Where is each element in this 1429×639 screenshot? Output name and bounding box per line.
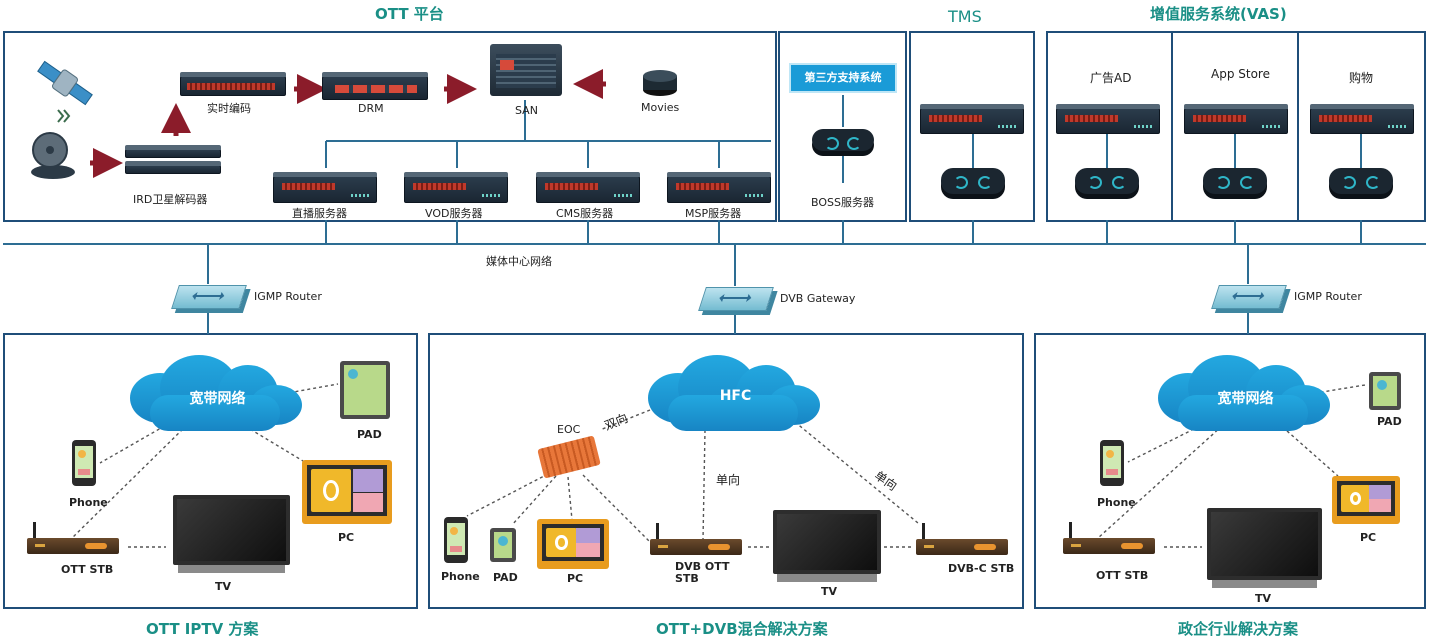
pad-device-iptv	[340, 361, 390, 419]
realtime-encoder-label: 实时编码	[207, 102, 251, 115]
san-label: SAN	[515, 104, 538, 117]
msp-server-label: MSP服务器	[685, 207, 742, 220]
dvbc-stb-label: DVB-C STB	[948, 562, 1015, 575]
ott-stb-label-iptv: OTT STB	[61, 563, 114, 576]
hybrid-solution-title: OTT+DVB混合解决方案	[656, 620, 828, 638]
igmp-router-right	[1211, 285, 1287, 309]
pad-device-enterprise	[1369, 372, 1401, 410]
san-storage	[490, 44, 562, 96]
app-store-switch	[1203, 168, 1267, 194]
ott-stb-label-enterprise: OTT STB	[1096, 569, 1149, 582]
pad-device-hybrid	[490, 528, 516, 562]
third-party-system-box: 第三方支持系统	[789, 63, 897, 93]
vas-ad-label: 广告AD	[1090, 71, 1132, 85]
broadband-cloud-enterprise-label: 宽带网络	[1217, 391, 1274, 407]
dvb-gateway	[698, 287, 774, 311]
iptv-solution-title: OTT IPTV 方案	[146, 620, 259, 638]
hfc-cloud-label: HFC	[719, 388, 752, 404]
ott-platform-box	[3, 31, 777, 222]
drm-server	[322, 72, 428, 100]
media-center-network-label: 媒体中心网络	[486, 255, 552, 268]
tv-label-hybrid: TV	[821, 585, 838, 598]
movies-storage-icon	[643, 70, 677, 96]
dvb-gateway-label: DVB Gateway	[780, 292, 856, 305]
phone-device-enterprise	[1100, 440, 1124, 486]
boss-switch	[812, 129, 874, 151]
dvb-ott-stb	[650, 523, 742, 555]
vas-shopping-label: 购物	[1349, 71, 1374, 85]
satellite-dish-icon	[31, 132, 75, 179]
pc-label-enterprise: PC	[1360, 531, 1377, 544]
live-server-label: 直播服务器	[292, 207, 347, 220]
igmp-router-right-label: IGMP Router	[1294, 290, 1362, 303]
shopping-server	[1310, 104, 1414, 134]
ott-stb-iptv	[27, 522, 119, 554]
cms-server-label: CMS服务器	[556, 207, 614, 220]
igmp-router-left-label: IGMP Router	[254, 290, 322, 303]
drm-label: DRM	[358, 102, 384, 115]
phone-device-hybrid	[444, 517, 468, 563]
ad-server	[1056, 104, 1160, 134]
vod-server	[404, 172, 508, 203]
realtime-encoder-server	[180, 72, 286, 96]
broadband-cloud-iptv-label: 宽带网络	[189, 391, 246, 407]
phone-label-hybrid: Phone	[441, 570, 480, 583]
satellite-icon	[37, 60, 93, 106]
igmp-router-left	[171, 285, 247, 309]
ird-label: IRD卫星解码器	[133, 193, 208, 206]
vas-title: 增值服务系统(VAS)	[1150, 5, 1287, 23]
ird-decoder-2	[125, 161, 221, 174]
broadband-cloud-iptv: 宽带网络	[130, 355, 305, 433]
pc-device-iptv	[302, 460, 392, 524]
tv-device-iptv	[173, 495, 290, 573]
tv-label-iptv: TV	[215, 580, 232, 593]
boss-server-label: BOSS服务器	[811, 196, 874, 209]
ird-decoder-1	[125, 145, 221, 158]
shopping-switch	[1329, 168, 1393, 194]
vas-divider-2	[1297, 31, 1299, 222]
tms-title: TMS	[948, 7, 982, 26]
pc-device-enterprise	[1332, 476, 1400, 524]
phone-label-iptv: Phone	[69, 496, 108, 509]
movies-label: Movies	[641, 101, 680, 114]
msp-server	[667, 172, 771, 203]
broadband-cloud-enterprise: 宽带网络	[1158, 355, 1333, 433]
phone-device-iptv	[72, 440, 96, 486]
pad-label-enterprise: PAD	[1377, 415, 1402, 428]
ad-switch	[1075, 168, 1139, 194]
tms-switch	[941, 168, 1005, 194]
phone-label-enterprise: Phone	[1097, 496, 1136, 509]
one-way-label-1: 单向	[716, 473, 741, 487]
eoc-label: EOC	[557, 423, 581, 436]
pad-label-hybrid: PAD	[493, 571, 518, 584]
pc-device-hybrid	[537, 519, 609, 569]
boss-box	[778, 31, 907, 222]
ott-stb-enterprise	[1063, 522, 1155, 554]
live-server	[273, 172, 377, 203]
ott-platform-title: OTT 平台	[375, 5, 444, 23]
vas-divider-1	[1171, 31, 1173, 222]
dvb-ott-stb-label: DVB OTT STB	[675, 560, 730, 585]
hfc-cloud: HFC	[648, 355, 823, 433]
vod-server-label: VOD服务器	[425, 207, 483, 220]
pc-label-iptv: PC	[338, 531, 355, 544]
vas-app-store-label: App Store	[1211, 67, 1270, 81]
tms-server	[920, 104, 1024, 134]
tv-label-enterprise: TV	[1255, 592, 1272, 605]
tv-device-enterprise	[1207, 508, 1322, 588]
tv-device-hybrid	[773, 510, 881, 582]
app-store-server	[1184, 104, 1288, 134]
dvbc-stb	[916, 523, 1008, 555]
pc-label-hybrid: PC	[567, 572, 584, 585]
pad-label-iptv: PAD	[357, 428, 382, 441]
cms-server	[536, 172, 640, 203]
enterprise-solution-title: 政企行业解决方案	[1178, 620, 1299, 638]
